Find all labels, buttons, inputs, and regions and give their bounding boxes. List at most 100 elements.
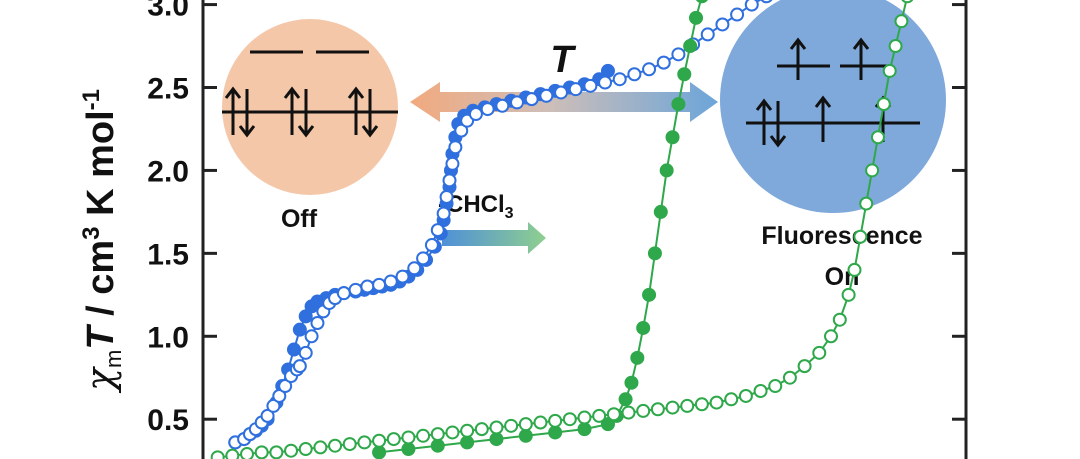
data-point xyxy=(278,379,293,394)
data-point xyxy=(495,98,510,113)
data-point xyxy=(680,398,695,413)
data-point xyxy=(416,428,431,443)
data-point xyxy=(266,398,281,413)
data-point xyxy=(342,437,357,452)
temperature-label: T xyxy=(550,39,576,81)
y-tick-label: 2.0 xyxy=(147,155,189,188)
data-point xyxy=(653,204,668,219)
data-point xyxy=(659,163,674,178)
data-point xyxy=(240,447,255,459)
data-point xyxy=(621,405,636,420)
data-point xyxy=(600,63,615,78)
data-point xyxy=(647,246,662,261)
data-point xyxy=(548,413,563,428)
data-point xyxy=(386,432,401,447)
spin-arrow-head xyxy=(224,86,242,99)
data-point xyxy=(439,189,454,204)
on-state-circle xyxy=(720,0,946,213)
spin-arrow-head xyxy=(361,125,379,138)
data-point xyxy=(416,251,431,266)
data-point xyxy=(401,442,416,457)
spin-arrow-head xyxy=(283,86,301,99)
y-tick-label: 1.0 xyxy=(147,321,189,354)
on-orbital-diagram xyxy=(746,64,920,125)
y-tick-label: 0.5 xyxy=(147,404,189,437)
data-point xyxy=(642,62,657,77)
data-point xyxy=(430,438,445,453)
data-point xyxy=(612,72,627,87)
data-point xyxy=(360,279,375,294)
spin-arrow-head xyxy=(789,37,807,50)
desolvation-sub: 3 xyxy=(505,205,514,222)
data-point xyxy=(298,442,313,457)
data-point xyxy=(548,425,563,440)
data-point xyxy=(225,448,240,459)
y-tick-label: 1.5 xyxy=(147,238,189,271)
data-point xyxy=(298,345,313,360)
data-point xyxy=(568,82,583,97)
data-point xyxy=(630,350,645,365)
fluorescence-label: Fluorescence xyxy=(761,222,922,250)
data-point xyxy=(304,329,319,344)
data-point xyxy=(656,55,671,70)
ylabel-chi: χ xyxy=(78,366,122,394)
data-point xyxy=(782,370,797,385)
data-point xyxy=(709,395,724,410)
data-point xyxy=(724,392,739,407)
data-point xyxy=(357,435,372,450)
data-point xyxy=(577,422,592,437)
data-point xyxy=(395,269,410,284)
data-point xyxy=(430,223,445,238)
data-point xyxy=(683,39,698,54)
data-point xyxy=(407,261,422,276)
data-point xyxy=(445,156,460,171)
data-point xyxy=(715,17,730,32)
data-point xyxy=(888,39,903,54)
data-point xyxy=(460,423,475,438)
data-point xyxy=(442,173,457,188)
y-axis-label: χmT / cm3 K mol-1 xyxy=(78,89,126,394)
data-point xyxy=(642,287,657,302)
data-point xyxy=(474,422,489,437)
data-point xyxy=(665,400,680,415)
data-point xyxy=(876,97,891,112)
data-point xyxy=(310,316,325,331)
spin-arrow-head xyxy=(814,95,832,108)
data-point xyxy=(430,427,445,442)
data-point xyxy=(518,417,533,432)
data-point xyxy=(210,450,225,459)
data-point xyxy=(383,274,398,289)
spin-arrow-head xyxy=(852,37,870,50)
data-point xyxy=(730,7,745,22)
data-point xyxy=(592,408,607,423)
data-point xyxy=(598,75,613,90)
data-point xyxy=(533,415,548,430)
data-point xyxy=(768,379,783,394)
data-point xyxy=(524,92,539,107)
spin-arrow-head xyxy=(755,98,773,111)
data-point xyxy=(859,196,874,211)
data-point xyxy=(841,287,856,302)
data-point xyxy=(372,433,387,448)
ylabel-unit-a: / cm xyxy=(80,240,122,327)
data-point xyxy=(865,163,880,178)
ylabel-m: m xyxy=(101,350,126,368)
data-point xyxy=(372,277,387,292)
data-point xyxy=(445,425,460,440)
data-point xyxy=(336,286,351,301)
data-point xyxy=(606,407,621,422)
data-point xyxy=(454,123,469,138)
spin-arrow-head xyxy=(238,125,256,138)
data-point xyxy=(671,97,686,112)
data-point xyxy=(665,130,680,145)
data-series xyxy=(210,0,914,459)
data-point xyxy=(738,388,753,403)
data-point xyxy=(489,432,504,447)
data-point xyxy=(618,392,633,407)
spin-arrow-head xyxy=(769,135,787,148)
data-point xyxy=(348,282,363,297)
data-point xyxy=(583,78,598,93)
y-tick-label: 2.5 xyxy=(147,73,189,106)
data-point xyxy=(636,320,651,335)
